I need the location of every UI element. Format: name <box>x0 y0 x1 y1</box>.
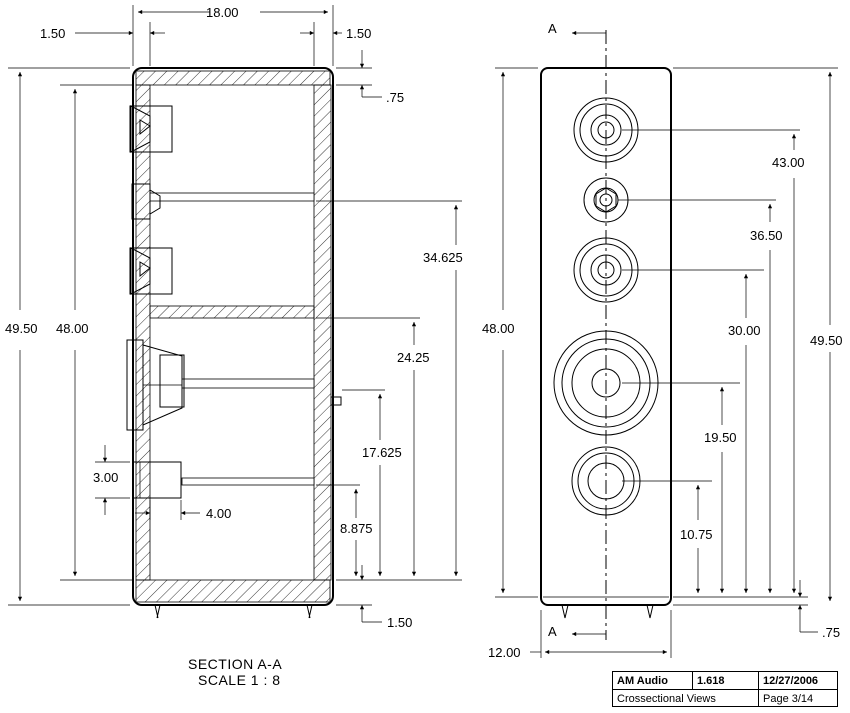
dim-top-panel: .75 <box>386 90 404 105</box>
dim-overall-height: 49.50 <box>5 321 38 336</box>
dim-front-overall: 49.50 <box>810 333 843 348</box>
dim-driver-2: 36.50 <box>750 228 783 243</box>
top-panel <box>135 70 331 86</box>
section-label-top: A <box>548 21 557 36</box>
dim-shelf-1: 34.625 <box>423 250 463 265</box>
shelf-1 <box>149 192 315 202</box>
driver-profile-1 <box>129 105 173 153</box>
title-date: 12/27/2006 <box>763 674 819 687</box>
dim-front-bottom: .75 <box>822 625 840 640</box>
dim-right-wall: 1.50 <box>346 26 371 41</box>
title-page: Page 3/14 <box>763 692 814 705</box>
dim-woofer: 19.50 <box>704 430 737 445</box>
front-view <box>495 30 838 658</box>
shelf-4 <box>181 477 315 486</box>
section-caption: SECTION A-A <box>188 656 282 672</box>
section-view <box>8 5 462 623</box>
dim-port-height: 3.00 <box>93 470 118 485</box>
driver-profile-2 <box>131 183 161 220</box>
dim-shelf-3: 17.625 <box>362 445 402 460</box>
dim-left-wall: 1.50 <box>40 26 65 41</box>
dim-driver-3: 30.00 <box>728 323 761 338</box>
dim-bottom-panel: 1.50 <box>387 615 412 630</box>
foot-left <box>154 604 161 619</box>
front-baffle <box>135 84 151 581</box>
title-company: AM Audio <box>613 672 693 689</box>
title-block: AM Audio 1.618 12/27/2006 Crossectional … <box>612 671 838 707</box>
back-wall <box>313 84 332 581</box>
foot-right <box>306 604 313 619</box>
bottom-panel <box>135 579 331 603</box>
cabinet-outline <box>132 67 334 606</box>
title-name: Crossectional Views <box>613 690 759 707</box>
dim-shelf-4: 8.875 <box>340 521 373 536</box>
driver-profile-3 <box>129 247 173 295</box>
driver-3 <box>573 237 639 303</box>
shelf-2 <box>149 305 315 319</box>
shelf-3 <box>181 378 315 389</box>
dim-front-height: 48.00 <box>482 321 515 336</box>
dim-port: 10.75 <box>680 527 713 542</box>
section-label-bottom: A <box>548 624 557 639</box>
terminal <box>330 396 342 406</box>
dim-inner-height: 48.00 <box>56 321 89 336</box>
dim-width: 18.00 <box>206 5 239 20</box>
port-profile <box>132 461 182 499</box>
scale-caption: SCALE 1 : 8 <box>198 672 281 688</box>
woofer-profile <box>126 339 185 431</box>
dim-port-depth: 4.00 <box>206 506 231 521</box>
dim-front-width: 12.00 <box>488 645 521 660</box>
title-ratio: 1.618 <box>693 672 759 689</box>
dim-driver-1: 43.00 <box>772 155 805 170</box>
dim-shelf-2: 24.25 <box>397 350 430 365</box>
